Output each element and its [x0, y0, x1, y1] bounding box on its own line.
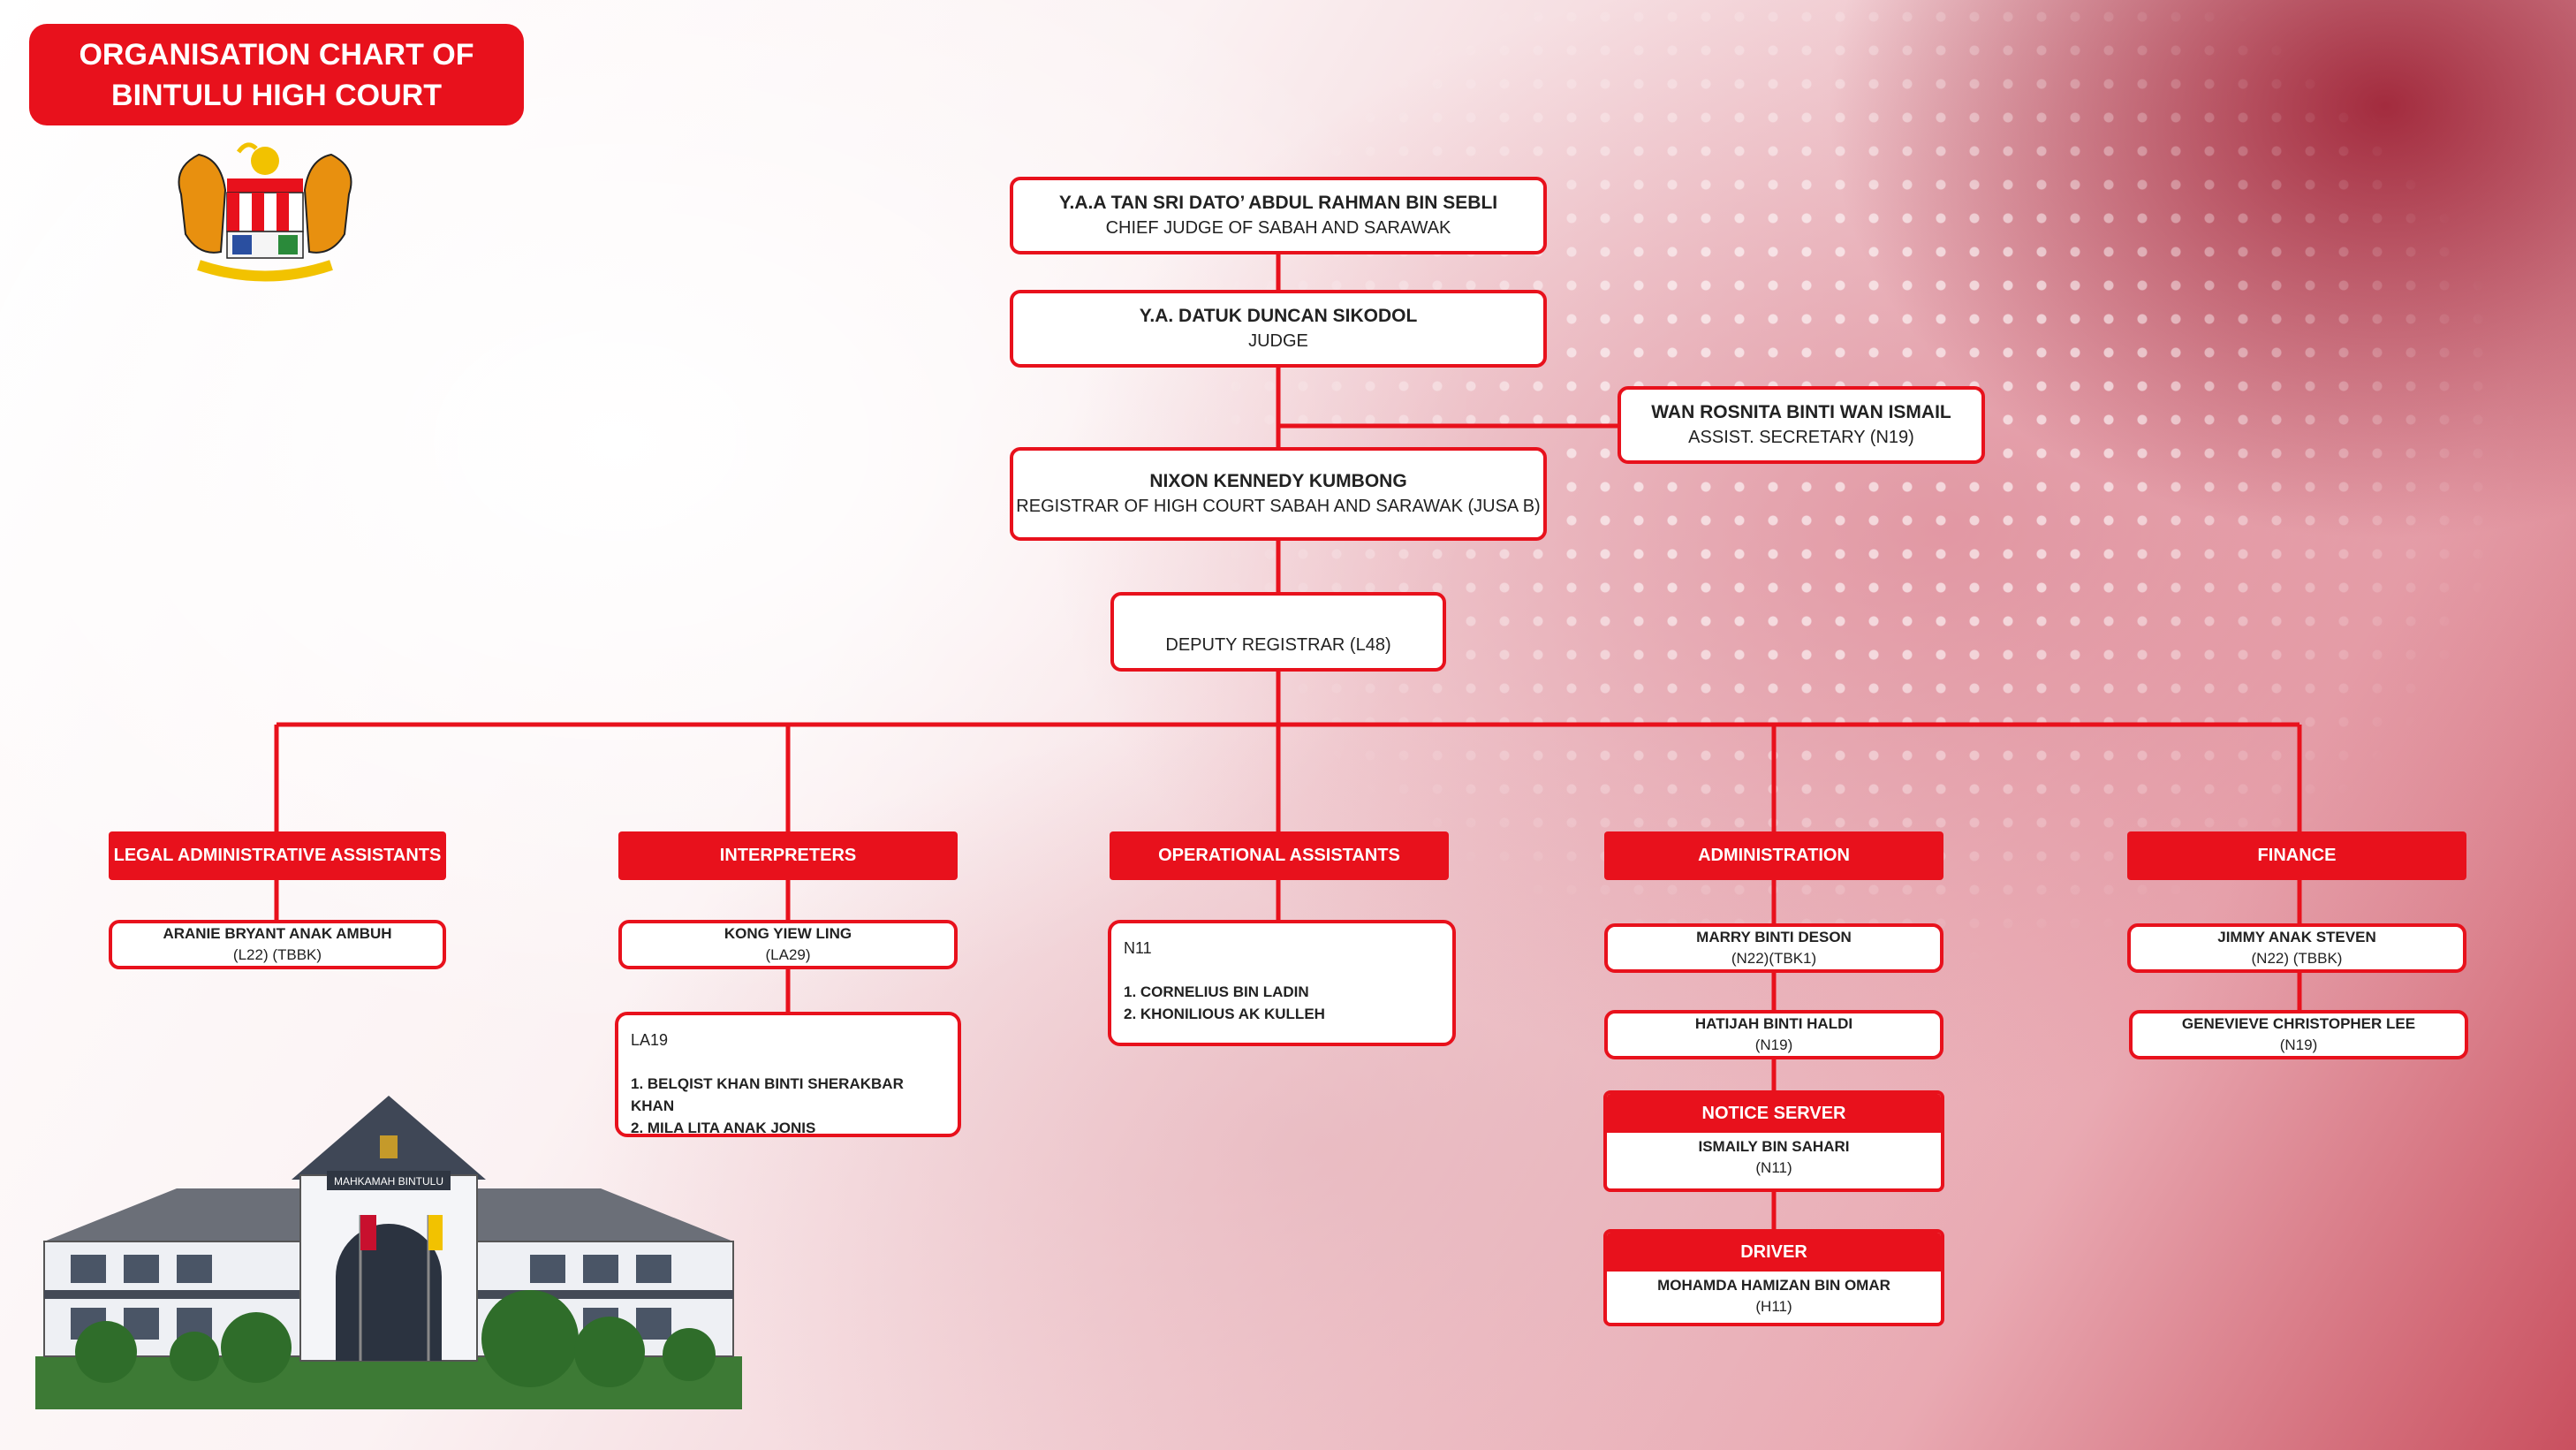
- legal-staff-role: (L22) (TBBK): [232, 946, 322, 963]
- interpreter-la19-list-box: LA19 1. BELQIST KHAN BINTI SHERAKBAR KHA…: [615, 1012, 961, 1137]
- admin-staff-box-2: HATIJAH BINTI HALDI (N19): [1604, 1010, 1943, 1059]
- finance-staff-2-role: (N19): [2279, 1036, 2318, 1053]
- legal-admin-assistants-header: LEGAL ADMINISTRATIVE ASSISTANTS: [109, 831, 446, 880]
- finance-staff-1-name: JIMMY ANAK STEVEN: [2217, 929, 2376, 945]
- list-item: 2. KHONILIOUS AK KULLEH: [1124, 1006, 1325, 1022]
- driver-box: DRIVER MOHAMDA HAMIZAN BIN OMAR (H11): [1603, 1229, 1944, 1326]
- judge-role: JUDGE: [1248, 331, 1308, 351]
- finance-staff-1-role: (N22) (TBBK): [2251, 950, 2343, 967]
- interpreter-staff-name: KONG YIEW LING: [724, 925, 852, 942]
- judge-name: Y.A. DATUK DUNCAN SIKODOL: [1139, 306, 1418, 326]
- admin-staff-2-name: HATIJAH BINTI HALDI: [1694, 1015, 1853, 1032]
- chart-title-line-1: ORGANISATION CHART OF: [79, 37, 474, 72]
- list-item: 1. CORNELIUS BIN LADIN: [1124, 983, 1309, 1000]
- registrar-name: NIXON KENNEDY KUMBONG: [1149, 471, 1407, 491]
- operational-assistants-header: OPERATIONAL ASSISTANTS: [1110, 831, 1449, 880]
- notice-server-name: ISMAILY BIN SAHARI: [1698, 1138, 1850, 1155]
- finance-header: FINANCE: [2127, 831, 2466, 880]
- assistant-secretary-role: ASSIST. SECRETARY (N19): [1688, 428, 1914, 447]
- deputy-registrar-box: DEPUTY REGISTRAR (L48): [1110, 592, 1446, 672]
- legal-staff-name: ARANIE BRYANT ANAK AMBUH: [163, 925, 392, 942]
- court-building-image: MAHKAMAH BINTULU: [35, 1096, 742, 1409]
- driver-name: MOHAMDA HAMIZAN BIN OMAR: [1657, 1277, 1890, 1294]
- notice-server-header: NOTICE SERVER: [1607, 1094, 1941, 1133]
- chief-judge-role: CHIEF JUDGE OF SABAH AND SARAWAK: [1105, 218, 1451, 238]
- interpreter-staff-role: (LA29): [765, 946, 811, 963]
- finance-staff-box-2: GENEVIEVE CHRISTOPHER LEE (N19): [2129, 1010, 2468, 1059]
- notice-server-role: (N11): [1755, 1159, 1792, 1176]
- list-item: 1. BELQIST KHAN BINTI SHERAKBAR KHAN: [631, 1075, 904, 1114]
- interpreter-staff-box: KONG YIEW LING (LA29): [618, 920, 958, 969]
- building-sign: MAHKAMAH BINTULU: [334, 1175, 443, 1188]
- operational-list-grade: N11: [1124, 939, 1152, 957]
- admin-staff-box-1: MARRY BINTI DESON (N22)(TBK1): [1604, 923, 1943, 973]
- chart-title-banner: ORGANISATION CHART OF BINTULU HIGH COURT: [29, 24, 524, 125]
- malaysia-coat-of-arms-icon: [178, 142, 352, 282]
- administration-header: ADMINISTRATION: [1604, 831, 1943, 880]
- driver-role: (H11): [1755, 1298, 1792, 1315]
- deputy-registrar-role: DEPUTY REGISTRAR (L48): [1165, 635, 1391, 655]
- admin-staff-1-role: (N22)(TBK1): [1731, 950, 1817, 967]
- chief-judge-name: Y.A.A TAN SRI DATO’ ABDUL RAHMAN BIN SEB…: [1058, 193, 1498, 213]
- judge-box: Y.A. DATUK DUNCAN SIKODOL JUDGE: [1010, 290, 1547, 368]
- chief-judge-box: Y.A.A TAN SRI DATO’ ABDUL RAHMAN BIN SEB…: [1010, 177, 1547, 254]
- registrar-box: NIXON KENNEDY KUMBONG REGISTRAR OF HIGH …: [1010, 447, 1547, 541]
- assistant-secretary-name: WAN ROSNITA BINTI WAN ISMAIL: [1651, 402, 1951, 422]
- notice-server-box: NOTICE SERVER ISMAILY BIN SAHARI (N11): [1603, 1090, 1944, 1192]
- finance-staff-box-1: JIMMY ANAK STEVEN (N22) (TBBK): [2127, 923, 2466, 973]
- driver-header: DRIVER: [1607, 1233, 1941, 1272]
- interpreter-list-grade: LA19: [631, 1031, 669, 1049]
- assistant-secretary-box: WAN ROSNITA BINTI WAN ISMAIL ASSIST. SEC…: [1618, 386, 1985, 464]
- operational-n11-list-box: N11 1. CORNELIUS BIN LADIN 2. KHONILIOUS…: [1108, 920, 1456, 1046]
- registrar-role: REGISTRAR OF HIGH COURT SABAH AND SARAWA…: [1016, 497, 1541, 516]
- list-item: 2. MILA LITA ANAK JONIS: [631, 1120, 816, 1136]
- admin-staff-1-name: MARRY BINTI DESON: [1696, 929, 1852, 945]
- admin-staff-2-role: (N19): [1754, 1036, 1793, 1053]
- interpreters-header: INTERPRETERS: [618, 831, 958, 880]
- legal-staff-box: ARANIE BRYANT ANAK AMBUH (L22) (TBBK): [109, 920, 446, 969]
- chart-title-line-2: BINTULU HIGH COURT: [111, 78, 442, 112]
- finance-staff-2-name: GENEVIEVE CHRISTOPHER LEE: [2181, 1015, 2416, 1032]
